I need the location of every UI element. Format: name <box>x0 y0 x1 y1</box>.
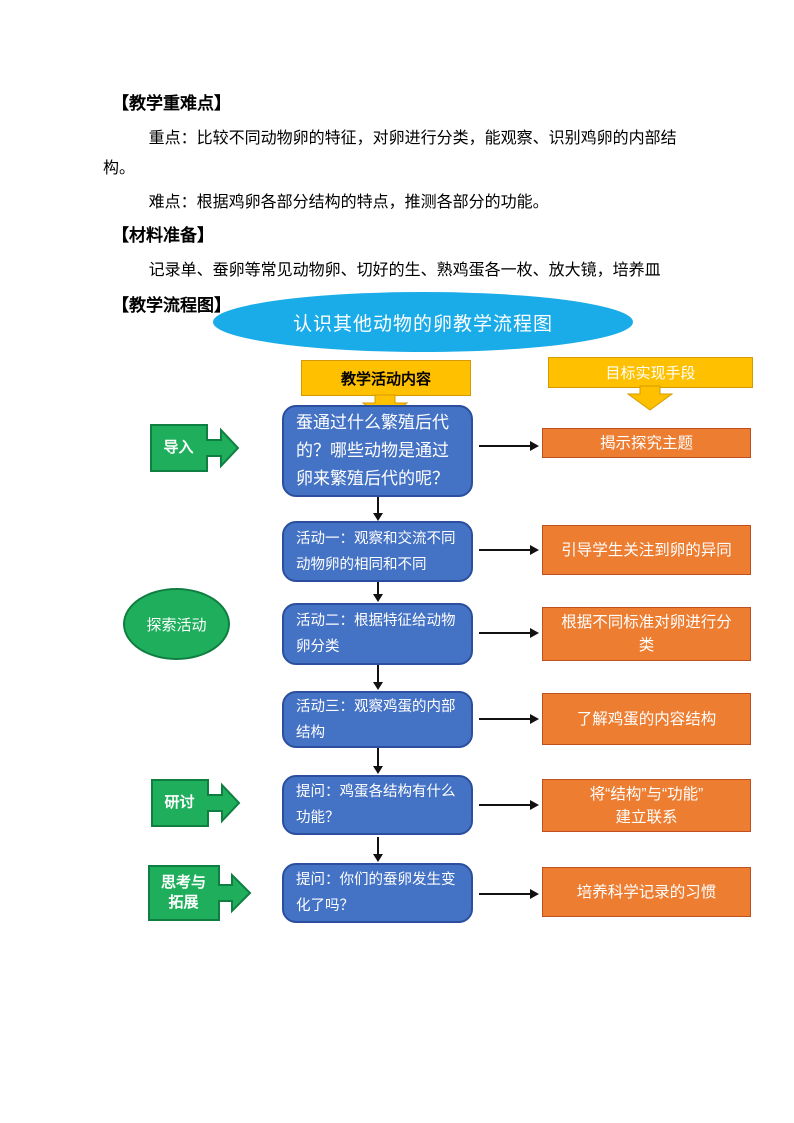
paragraph-key-point: 重点：比较不同动物卵的特征，对卵进行分类，能观察、识别鸡卵的内部结构。 <box>103 130 677 177</box>
target-line: 培养科学记录的习惯 <box>576 883 717 901</box>
activity-line: 活动二：根据特征给动物 <box>296 613 456 629</box>
section-heading-materials: 【材料准备】 <box>112 226 214 245</box>
arrowhead-right-icon <box>530 800 539 810</box>
stage-ellipse-explore: 探索活动 <box>123 588 230 660</box>
section-heading-key-points: 【教学重难点】 <box>112 94 231 113</box>
activity-line: 提问：鸡蛋各结构有什么 <box>296 784 456 800</box>
stage-label-discuss-line: 研讨 <box>164 794 195 811</box>
target-line: 建立联系 <box>615 808 678 826</box>
doc-text-section: 【教学重难点】 重点：比较不同动物卵的特征，对卵进行分类，能观察、识别鸡卵的内部… <box>103 92 695 326</box>
activity-box-5: 提问：鸡蛋各结构有什么 功能？ <box>282 775 473 835</box>
target-line: 引导学生关注到卵的异同 <box>561 541 732 559</box>
activity-line: 结构 <box>296 724 325 741</box>
stage-label-discuss: 研讨 <box>151 778 208 828</box>
connector-line <box>377 748 379 767</box>
arrowhead-down-icon <box>373 854 383 862</box>
activity-box-2: 活动一：观察和交流不同 动物卵的相同和不同 <box>282 521 473 582</box>
target-box-4: 了解鸡蛋的内容结构 <box>542 693 751 745</box>
stage-label-explore: 探索活动 <box>146 616 207 634</box>
target-box-5: 将“结构”与“功能” 建立联系 <box>542 779 751 832</box>
arrowhead-down-icon <box>373 594 383 602</box>
connector-line <box>479 445 530 447</box>
arrowhead-right-icon <box>530 441 539 451</box>
stage-label-extend-line: 思考与 <box>160 874 206 891</box>
paragraph-difficult-point: 难点：根据鸡卵各部分结构的特点，推测各部分的功能。 <box>148 194 549 211</box>
connector-line <box>479 893 530 895</box>
stage-label-extend: 思考与 拓展 <box>148 864 219 922</box>
connector-line <box>479 632 530 634</box>
activity-line: 活动三：观察鸡蛋的内部 <box>296 698 456 715</box>
stage-arrow-intro <box>150 424 240 472</box>
column-header-activities: 教学活动内容 <box>301 360 471 396</box>
target-line: 根据不同标准对卵进行分 <box>561 614 732 631</box>
target-box-2: 引导学生关注到卵的异同 <box>542 525 751 575</box>
stage-label-intro: 导入 <box>150 423 207 473</box>
target-box-6: 培养科学记录的习惯 <box>542 867 751 917</box>
target-box-1: 揭示探究主题 <box>542 428 751 458</box>
section-heading-flowchart: 【教学流程图】 <box>112 296 231 315</box>
connector-line <box>377 837 379 855</box>
column-header-targets: 目标实现手段 <box>548 357 753 388</box>
activity-line: 功能？ <box>296 810 340 826</box>
activity-line: 化了吗？ <box>296 898 354 914</box>
activity-line: 动物卵的相同和不同 <box>296 556 427 573</box>
target-line: 揭示探究主题 <box>599 434 693 452</box>
connector-line <box>377 665 379 683</box>
activity-line: 蚕通过什么繁殖后代 <box>296 413 449 432</box>
activity-line: 卵分类 <box>296 639 340 655</box>
arrowhead-down-icon <box>373 682 383 690</box>
down-arrow-icon <box>627 385 673 411</box>
activity-line: 的？哪些动物是通过 <box>296 441 449 460</box>
activity-box-3: 活动二：根据特征给动物 卵分类 <box>282 603 473 665</box>
target-line: 类 <box>638 637 655 654</box>
connector-line <box>479 718 530 720</box>
target-box-3: 根据不同标准对卵进行分 类 <box>542 607 751 661</box>
target-line: 了解鸡蛋的内容结构 <box>576 710 717 728</box>
stage-arrow-extend <box>148 865 252 921</box>
connector-line <box>479 804 530 806</box>
arrowhead-down-icon <box>373 766 383 774</box>
arrowhead-right-icon <box>530 889 539 899</box>
flowchart-title-ellipse: 认识其他动物的卵教学流程图 <box>213 292 633 352</box>
activity-line: 活动一：观察和交流不同 <box>296 530 456 547</box>
activity-box-1: 蚕通过什么繁殖后代 的？哪些动物是通过 卵来繁殖后代的呢？ <box>282 405 473 497</box>
activity-box-4: 活动三：观察鸡蛋的内部 结构 <box>282 691 473 748</box>
flowchart-title: 认识其他动物的卵教学流程图 <box>292 313 553 335</box>
activity-box-6: 提问：你们的蚕卵发生变 化了吗？ <box>282 863 473 923</box>
arrowhead-right-icon <box>530 628 539 638</box>
column-header-targets-label: 目标实现手段 <box>605 365 696 382</box>
stage-label-intro-line: 导入 <box>163 439 194 456</box>
arrowhead-right-icon <box>530 714 539 724</box>
arrowhead-down-icon <box>373 513 383 521</box>
connector-line <box>377 497 379 514</box>
activity-line: 提问：你们的蚕卵发生变 <box>296 872 456 888</box>
stage-label-extend-line: 拓展 <box>168 894 199 911</box>
arrowhead-right-icon <box>530 545 539 555</box>
paragraph-materials: 记录单、蚕卵等常见动物卵、切好的生、熟鸡蛋各一枚、放大镜，培养皿 <box>148 262 661 279</box>
connector-line <box>377 582 379 595</box>
activity-line: 卵来繁殖后代的呢？ <box>296 469 449 488</box>
connector-line <box>479 549 530 551</box>
target-line: 将“结构”与“功能” <box>589 785 704 803</box>
column-header-activities-label: 教学活动内容 <box>340 370 431 388</box>
stage-arrow-discuss <box>151 779 241 827</box>
